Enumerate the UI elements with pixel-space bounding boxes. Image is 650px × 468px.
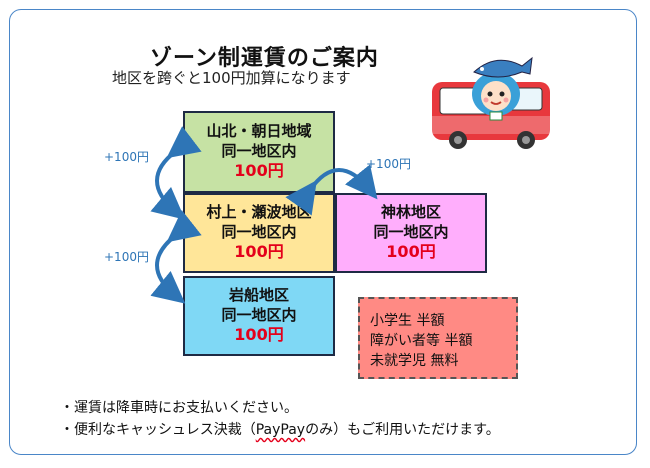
note-cashless-brand: PayPay [255, 422, 306, 438]
zone-sanpoku-asahi: 山北・朝日地域 同一地区内 100円 [183, 111, 335, 193]
zone-fare: 100円 [234, 242, 284, 261]
zone-name: 山北・朝日地域 [206, 122, 312, 140]
discount-item: 小学生 半額 [370, 313, 445, 329]
notes: ・運賃は降車時にお支払いください。 ・便利なキャッシュレス決裁（PayPayのみ… [60, 397, 500, 441]
bus-mascot-illustration [432, 56, 550, 149]
zone-iwafune: 岩船地区 同一地区内 100円 [183, 276, 335, 356]
zone-sub: 同一地区内 [221, 223, 297, 241]
zone-fare: 100円 [234, 161, 284, 180]
surcharge-label: +100円 [366, 157, 411, 171]
zone-sub: 同一地区内 [373, 223, 449, 241]
note-payment: ・運賃は降車時にお支払いください。 [60, 400, 298, 416]
page-title: ゾーン制運賃のご案内 [150, 46, 379, 71]
discount-item: 障がい者等 半額 [370, 333, 473, 349]
discount-box: 小学生 半額 障がい者等 半額 未就学児 無料 [358, 297, 518, 379]
zone-fare: 100円 [386, 242, 436, 261]
note-cashless: ・便利なキャッシュレス決裁（PayPayのみ）もご利用いただけます。 [60, 419, 500, 441]
zone-fare: 100円 [234, 325, 284, 344]
zone-name: 岩船地区 [228, 286, 289, 304]
zone-sub: 同一地区内 [221, 306, 297, 324]
zone-sub: 同一地区内 [221, 142, 297, 160]
note-cashless-post: のみ）もご利用いただけます。 [305, 422, 500, 438]
zone-name: 神林地区 [380, 203, 441, 221]
zone-name: 村上・瀬波地区 [206, 203, 312, 221]
zone-murakami-senami: 村上・瀬波地区 同一地区内 100円 [183, 193, 335, 273]
page-subtitle: 地区を跨ぐと100円加算になります [112, 69, 351, 87]
notice-frame [9, 9, 637, 455]
surcharge-label: +100円 [104, 150, 149, 164]
discount-item: 未就学児 無料 [370, 353, 459, 369]
note-cashless-pre: ・便利なキャッシュレス決裁（ [60, 422, 256, 438]
surcharge-label: +100円 [104, 250, 149, 264]
